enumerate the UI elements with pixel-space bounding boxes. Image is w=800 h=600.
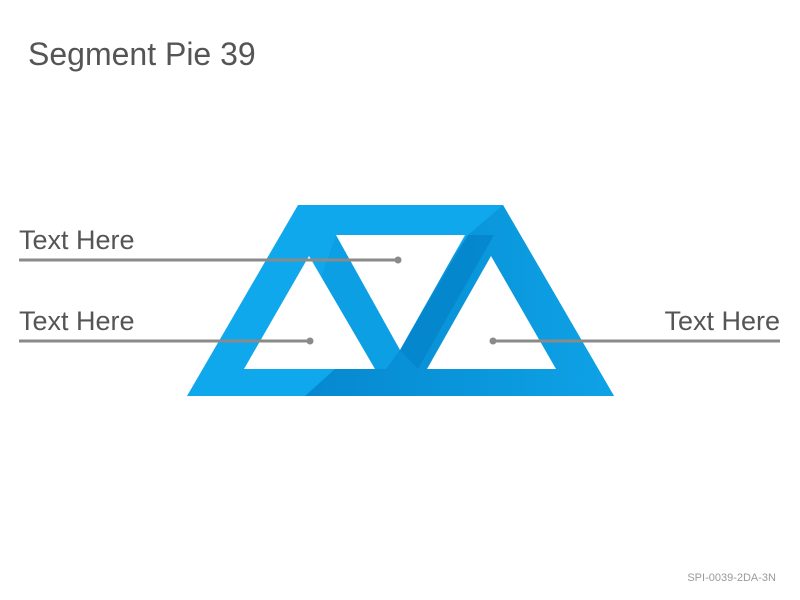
page-title: Segment Pie 39 <box>28 36 256 72</box>
segment-center-divider-left <box>320 235 400 369</box>
leader-line-2 <box>19 337 314 345</box>
leader-line-1 <box>19 256 402 264</box>
callout-label-3: Text Here <box>664 306 780 336</box>
callout-label-2: Text Here <box>19 306 135 336</box>
callout-label-1: Text Here <box>19 225 135 255</box>
slide-code: SPI-0039-2DA-3N <box>687 572 776 584</box>
leader-line-3 <box>489 337 780 345</box>
segment-center-divider <box>400 235 494 369</box>
inner-triangle-top <box>336 235 465 350</box>
